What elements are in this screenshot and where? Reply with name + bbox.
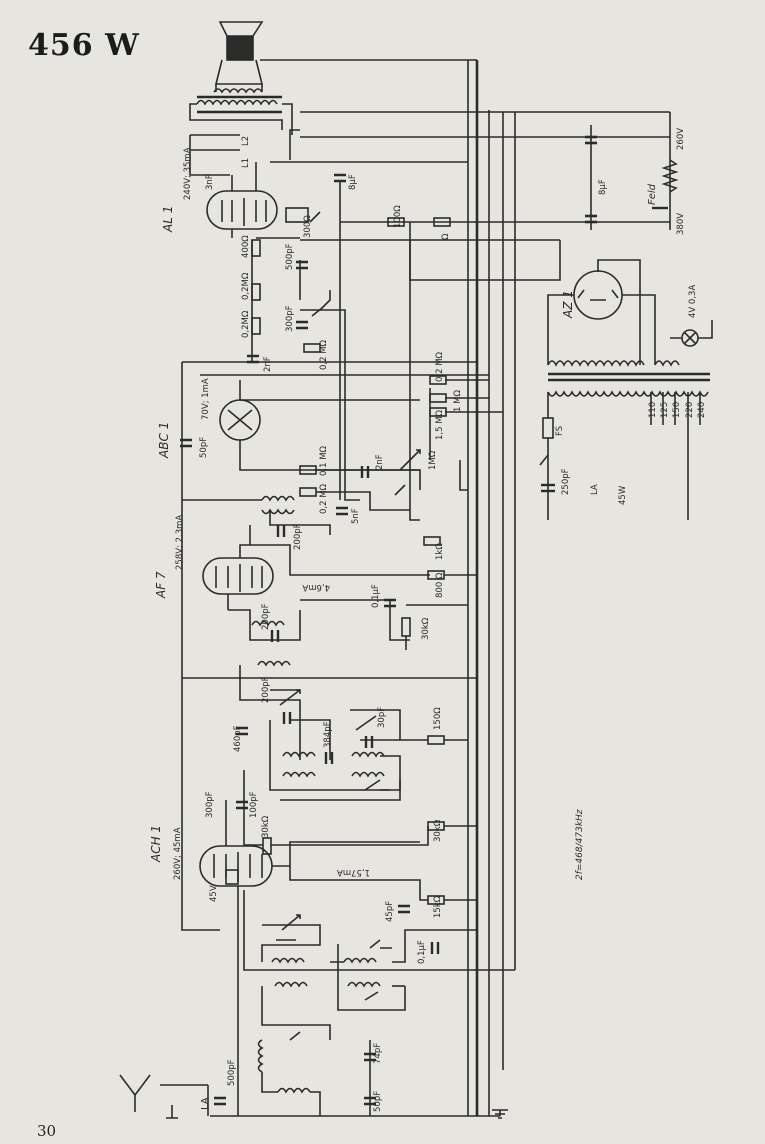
label-30kohm: 30kΩ xyxy=(421,617,431,640)
label-1m: 1 MΩ xyxy=(453,390,463,412)
label-1k: 1kΩ xyxy=(435,543,445,560)
speaker-coil xyxy=(213,84,263,94)
label-l1: L1 xyxy=(241,158,251,168)
label-fs: FS xyxy=(555,426,565,436)
label-30kohm-b: 30kΩ xyxy=(261,815,271,838)
label-300pf-b: 300pF xyxy=(205,791,215,818)
label-100pf: 100pF xyxy=(249,791,259,818)
label-la-mains: LA xyxy=(590,484,600,495)
label-30kohm-c: 30kΩ xyxy=(433,819,443,842)
label-4-6ma: 4,6mA xyxy=(302,582,330,592)
chassis-ground-icon xyxy=(166,1105,178,1119)
label-2nf-b: 2nF xyxy=(375,454,385,470)
label-45pf: 45pF xyxy=(385,901,395,922)
label-02m-3: 0,2 MΩ xyxy=(319,339,329,370)
band-switches xyxy=(289,307,549,1041)
label-380v: 380V xyxy=(676,213,686,235)
label-15kohm: 15kΩ xyxy=(433,895,443,918)
filter-section xyxy=(585,112,679,230)
label-abc1-rating: 70V; 1mA xyxy=(201,378,211,420)
mains-switch xyxy=(541,392,555,520)
label-lamp: 4V 0,3A xyxy=(688,285,698,318)
label-af7: AF 7 xyxy=(154,571,168,599)
label-af7-rating: 258V; 2,3mA xyxy=(175,515,185,570)
label-200pf-b: 200pF xyxy=(261,603,271,630)
bus-rails xyxy=(210,59,670,1117)
label-tap-240: 240 xyxy=(697,402,707,418)
label-250pf: 250pF xyxy=(561,468,571,495)
label-if-frequency: 2f=468/473kHz xyxy=(575,809,585,880)
label-02m-2: 0,2MΩ xyxy=(241,310,251,338)
label-1-57ma: 1,57mA xyxy=(337,867,370,877)
label-2nf: 2nF xyxy=(263,356,273,372)
label-01m: 0,1 MΩ xyxy=(319,445,329,476)
page-number: 30 xyxy=(37,1122,57,1140)
label-45v: 45V xyxy=(209,885,219,902)
label-150ohm: 150Ω xyxy=(433,707,443,730)
label-384pf: 384pF xyxy=(323,721,333,748)
label-500pf-b: 500pF xyxy=(227,1059,237,1086)
label-100ohm: 100Ω xyxy=(393,205,403,228)
label-50pf-b: 50pF xyxy=(373,1091,383,1112)
label-la: LA xyxy=(200,1097,211,1110)
page-title: 456 W xyxy=(28,28,140,63)
label-74pf: 74pF xyxy=(373,1043,383,1064)
label-400ohm: 400Ω xyxy=(241,235,251,258)
label-500pf: 500pF xyxy=(285,243,295,270)
label-ach1: ACH 1 xyxy=(149,825,163,863)
tube-al1 xyxy=(206,162,278,238)
label-100ohm-b: Ω xyxy=(441,233,451,240)
antenna-icon xyxy=(119,1074,151,1112)
label-3nf: 3nF xyxy=(205,174,215,190)
label-abc1: ABC 1 xyxy=(157,422,171,459)
label-01uf: 0,1µF xyxy=(371,584,381,608)
label-tap-125: 125 xyxy=(660,402,670,418)
tuning-arrows xyxy=(279,211,421,931)
label-feld: Feld xyxy=(647,183,658,205)
label-al1-rating: 240V; 35mA xyxy=(183,147,193,200)
label-02m-4: 0,2 MΩ xyxy=(435,351,445,382)
label-460pf: 460pF xyxy=(233,725,243,752)
output-transformer xyxy=(189,95,293,135)
label-02m-5: 0,2 MΩ xyxy=(319,483,329,514)
label-az1: AZ 1 xyxy=(561,290,575,319)
label-5nf: 5nF xyxy=(351,508,361,524)
label-1m-pot: 1MΩ xyxy=(428,450,438,470)
label-260v: 260V xyxy=(676,128,686,150)
ground-icon xyxy=(492,1109,508,1119)
rectifier-az1 xyxy=(547,259,656,365)
capacitors xyxy=(180,173,440,1106)
tube-af7 xyxy=(202,544,430,610)
label-l2: L2 xyxy=(241,136,251,146)
wiring xyxy=(160,129,561,1116)
label-200pf-c: 200pF xyxy=(261,676,271,703)
label-tap-220: 220 xyxy=(685,402,695,418)
tube-ach1 xyxy=(199,800,420,900)
label-02m-1: 0,2MΩ xyxy=(241,272,251,300)
label-8uf: 8µF xyxy=(598,179,608,195)
lamp-icon xyxy=(670,320,713,347)
label-tap-150: 150 xyxy=(672,402,682,418)
label-50pf: 50pF xyxy=(199,437,209,458)
label-15m: 1,5 MΩ xyxy=(435,409,445,440)
coils xyxy=(251,495,385,1094)
label-30pf: 30pF xyxy=(377,707,387,728)
label-200pf: 200pF xyxy=(293,523,303,550)
mains-transformer xyxy=(547,360,710,520)
label-8uf-b: 8µF xyxy=(348,174,358,190)
label-01uf-b: 0,1µF xyxy=(417,940,427,964)
label-300ohm: 300Ω xyxy=(303,215,313,238)
label-tap-110: 110 xyxy=(648,402,658,418)
loudspeaker-icon xyxy=(214,21,264,85)
label-al1: AL 1 xyxy=(161,206,175,233)
label-ach1-rating: 260V; 45mA xyxy=(173,827,183,880)
label-800ohm: 800 Ω xyxy=(435,572,445,598)
label-300pf: 300pF xyxy=(285,305,295,332)
label-45w: 45W xyxy=(618,485,628,505)
